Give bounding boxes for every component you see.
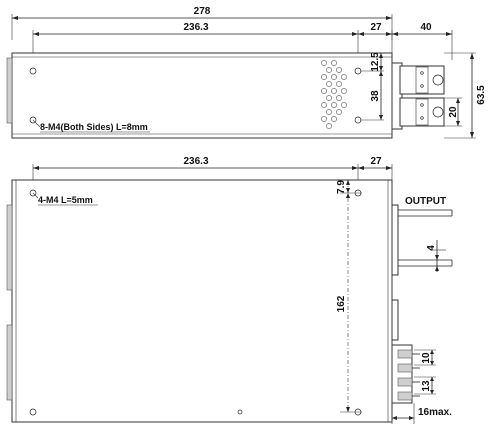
dim-hole-offset-top: 12.5 xyxy=(370,52,381,72)
mounting-note-top: 8-M4(Both Sides) L=8mm xyxy=(40,122,148,132)
side-bracket xyxy=(6,57,13,124)
dim-end-offset: 27 xyxy=(370,22,382,33)
terminal-strip xyxy=(391,344,413,404)
dim-terminal-height: 20 xyxy=(448,106,459,118)
mounting-hole xyxy=(29,408,37,416)
bottom-view: 236.3 27 4-M4 L=5mm 7.9 162 xyxy=(6,156,453,424)
output-label: OUTPUT xyxy=(405,196,446,207)
mounting-hole xyxy=(29,67,37,75)
dim-pin-pitch: 4 xyxy=(426,245,437,251)
terminal-screw xyxy=(432,106,444,118)
mounting-note-bottom: 4-M4 L=5mm xyxy=(38,195,93,205)
terminal-housing xyxy=(391,62,403,130)
connector-housing xyxy=(391,299,399,341)
ventilation-holes xyxy=(321,60,347,129)
dim-overall-length: 278 xyxy=(194,6,211,17)
side-bracket xyxy=(6,324,13,401)
dim-hole-offset-top-bottom: 7.9 xyxy=(336,180,347,194)
dim-hole-spacing-bottom: 236.3 xyxy=(183,156,208,167)
output-connector-housing xyxy=(391,204,399,276)
dim-terminal-pitch-b: 13 xyxy=(421,380,432,392)
dim-end-offset-bottom: 27 xyxy=(370,156,382,167)
side-bracket xyxy=(6,204,13,291)
case-body-bottom xyxy=(11,179,393,423)
dim-hole-spacing-vertical: 38 xyxy=(370,90,381,102)
mounting-hole xyxy=(237,409,243,415)
dim-hole-spacing: 236.3 xyxy=(183,22,208,33)
dim-terminal-pitch-a: 10 xyxy=(421,352,432,364)
top-view: 278 236.3 27 40 xyxy=(6,6,487,139)
dim-max-protrusion: 16max. xyxy=(418,407,452,418)
terminal-screw xyxy=(432,74,444,86)
dim-hole-spacing-vertical-bottom: 162 xyxy=(336,295,347,312)
dim-overall-height: 63.5 xyxy=(476,85,487,105)
dim-terminal-width: 40 xyxy=(420,22,432,33)
